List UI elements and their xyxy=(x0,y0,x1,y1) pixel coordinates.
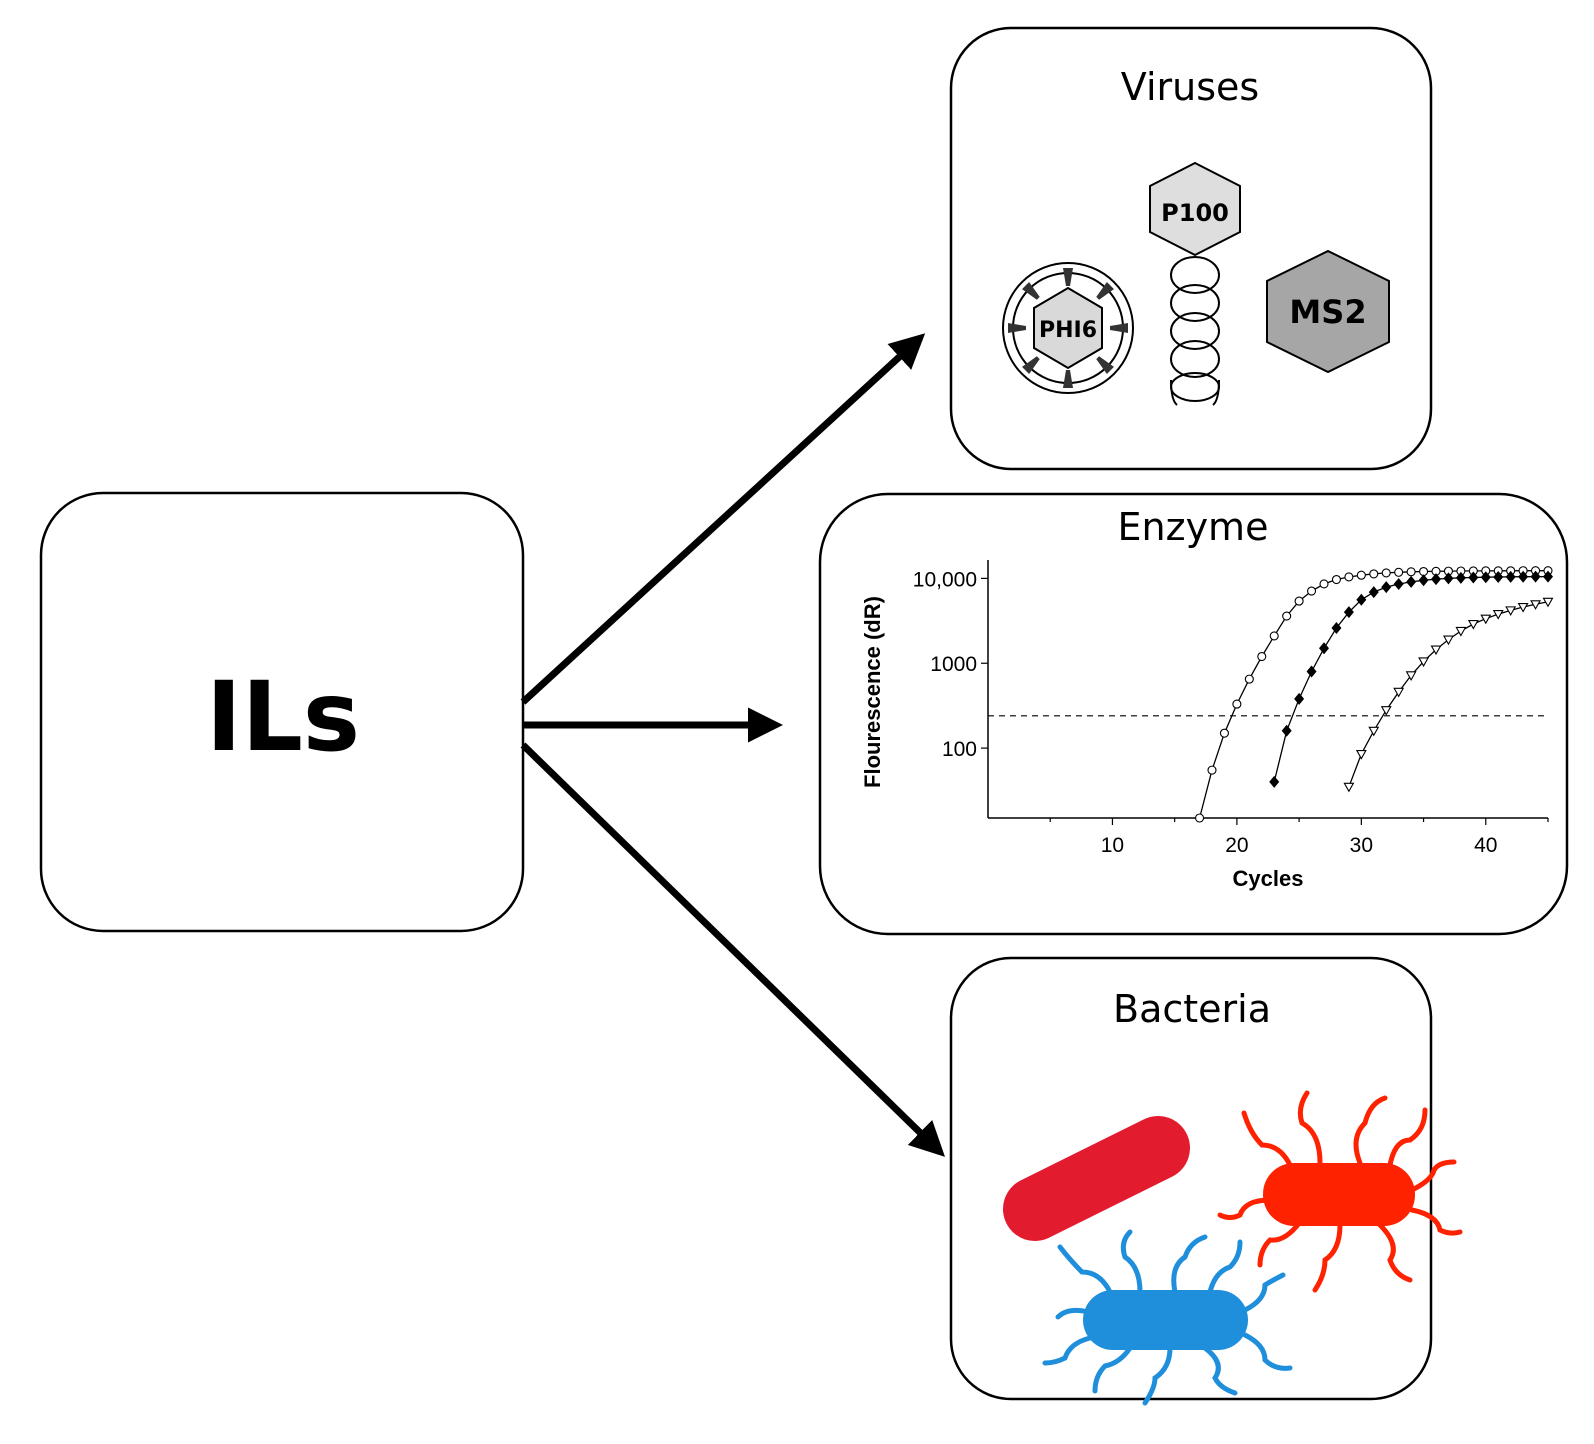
arrow-to-viruses xyxy=(520,333,926,705)
p100-label: P100 xyxy=(1161,199,1229,227)
series-3-point xyxy=(1443,635,1454,646)
phi6-spike xyxy=(1063,370,1073,388)
series-2-point xyxy=(1455,571,1466,584)
series-2-point xyxy=(1493,570,1504,583)
series-2-point xyxy=(1356,593,1367,606)
phi6-spike xyxy=(1110,323,1128,333)
series-3-point xyxy=(1542,597,1554,608)
y-tick-label: 10,000 xyxy=(913,568,977,591)
phi6-spike xyxy=(1008,323,1026,333)
red-flagellated-bacterium-icon xyxy=(1217,1090,1463,1293)
x-tick-label: 30 xyxy=(1350,834,1373,857)
series-2-point xyxy=(1294,692,1305,705)
series-2-point xyxy=(1381,581,1392,594)
series-2-point xyxy=(1368,586,1379,599)
x-axis-label: Cycles xyxy=(1233,866,1304,891)
series-3-point xyxy=(1343,782,1355,793)
blue-flagellated-bacterium-icon xyxy=(1042,1229,1293,1406)
series-2-point xyxy=(1443,572,1454,585)
phi6-spike xyxy=(1096,282,1114,300)
viruses-title: Viruses xyxy=(1121,65,1259,109)
x-tick-label: 20 xyxy=(1225,834,1248,857)
series-2-point xyxy=(1319,642,1329,655)
series-1-point xyxy=(1406,567,1416,577)
series-2-point xyxy=(1418,574,1429,587)
ms2-label: MS2 xyxy=(1289,293,1366,331)
series-3-point xyxy=(1492,610,1504,620)
series-2-point xyxy=(1518,570,1529,583)
series-2-point xyxy=(1505,570,1516,583)
series-3-point xyxy=(1380,706,1392,716)
series-1-point xyxy=(1319,579,1329,589)
series-3-point xyxy=(1393,687,1405,698)
series-1-point xyxy=(1269,631,1279,641)
ms2-virus-icon: MS2 xyxy=(1266,249,1390,374)
series-1-point xyxy=(1294,596,1304,606)
p100-phage-icon: P100 xyxy=(1149,161,1241,406)
ils-box: ILs xyxy=(39,491,525,933)
y-tick-label: 1000 xyxy=(930,653,977,676)
enzyme-title: Enzyme xyxy=(1118,505,1269,549)
phi6-spike xyxy=(1063,268,1073,286)
series-3-point xyxy=(1530,600,1541,610)
series-2-point xyxy=(1543,570,1553,583)
series-3-point xyxy=(1480,614,1492,625)
phi6-spike xyxy=(1022,356,1040,374)
series-3-point xyxy=(1455,626,1467,637)
series-2-point xyxy=(1343,606,1354,619)
y-tick-label: 100 xyxy=(942,738,977,761)
series-2-point xyxy=(1331,622,1342,635)
series-1-point xyxy=(1282,611,1292,621)
bacteria-title: Bacteria xyxy=(1113,987,1271,1031)
series-3-point xyxy=(1430,645,1442,656)
series-1-point xyxy=(1195,813,1205,823)
series-3-point xyxy=(1517,602,1529,613)
series-3-point xyxy=(1368,726,1380,737)
series-3-point xyxy=(1505,606,1517,616)
series-3-point xyxy=(1355,750,1367,760)
arrow-to-bacteria xyxy=(520,742,946,1157)
ils-label: ILs xyxy=(206,661,360,773)
series-2-point xyxy=(1530,570,1541,583)
series-2-point xyxy=(1468,571,1479,584)
y-axis-label: Flourescence (dR) xyxy=(860,596,885,788)
arrows xyxy=(520,333,946,1157)
series-1-point xyxy=(1394,567,1404,577)
series-1-point xyxy=(1207,765,1217,775)
series-1-point xyxy=(1257,651,1267,662)
series-1-point xyxy=(1244,674,1254,684)
series-3-point xyxy=(1405,671,1417,681)
x-tick-label: 40 xyxy=(1474,834,1497,857)
series-2-point xyxy=(1431,573,1441,586)
series-1-point xyxy=(1307,586,1317,596)
viruses-box: Viruses PHI6 P100 MS2 xyxy=(949,26,1433,471)
rod-bacterium-icon xyxy=(1003,1116,1190,1241)
phi6-label: PHI6 xyxy=(1039,318,1097,343)
series-2-point xyxy=(1306,665,1317,678)
phi6-virus-icon: PHI6 xyxy=(1002,262,1134,394)
phi6-spike xyxy=(1022,282,1040,300)
series-1-point xyxy=(1219,728,1229,738)
series-1-point xyxy=(1369,569,1379,579)
phi6-spike xyxy=(1096,356,1114,374)
series-2-point xyxy=(1269,775,1280,788)
series-2-point xyxy=(1393,577,1404,590)
series-1-point xyxy=(1381,568,1391,578)
series-3-point xyxy=(1418,657,1429,668)
series-2-point xyxy=(1281,724,1292,737)
x-tick-label: 10 xyxy=(1101,834,1124,857)
series-1-point xyxy=(1232,699,1242,709)
series-1-point xyxy=(1344,572,1354,582)
bacteria-box: Bacteria xyxy=(949,956,1463,1406)
series-2-point xyxy=(1406,575,1417,588)
series-1-point xyxy=(1331,574,1341,585)
series-2-point xyxy=(1480,571,1491,584)
series-1-point xyxy=(1356,570,1366,580)
series-3-point xyxy=(1467,619,1479,630)
